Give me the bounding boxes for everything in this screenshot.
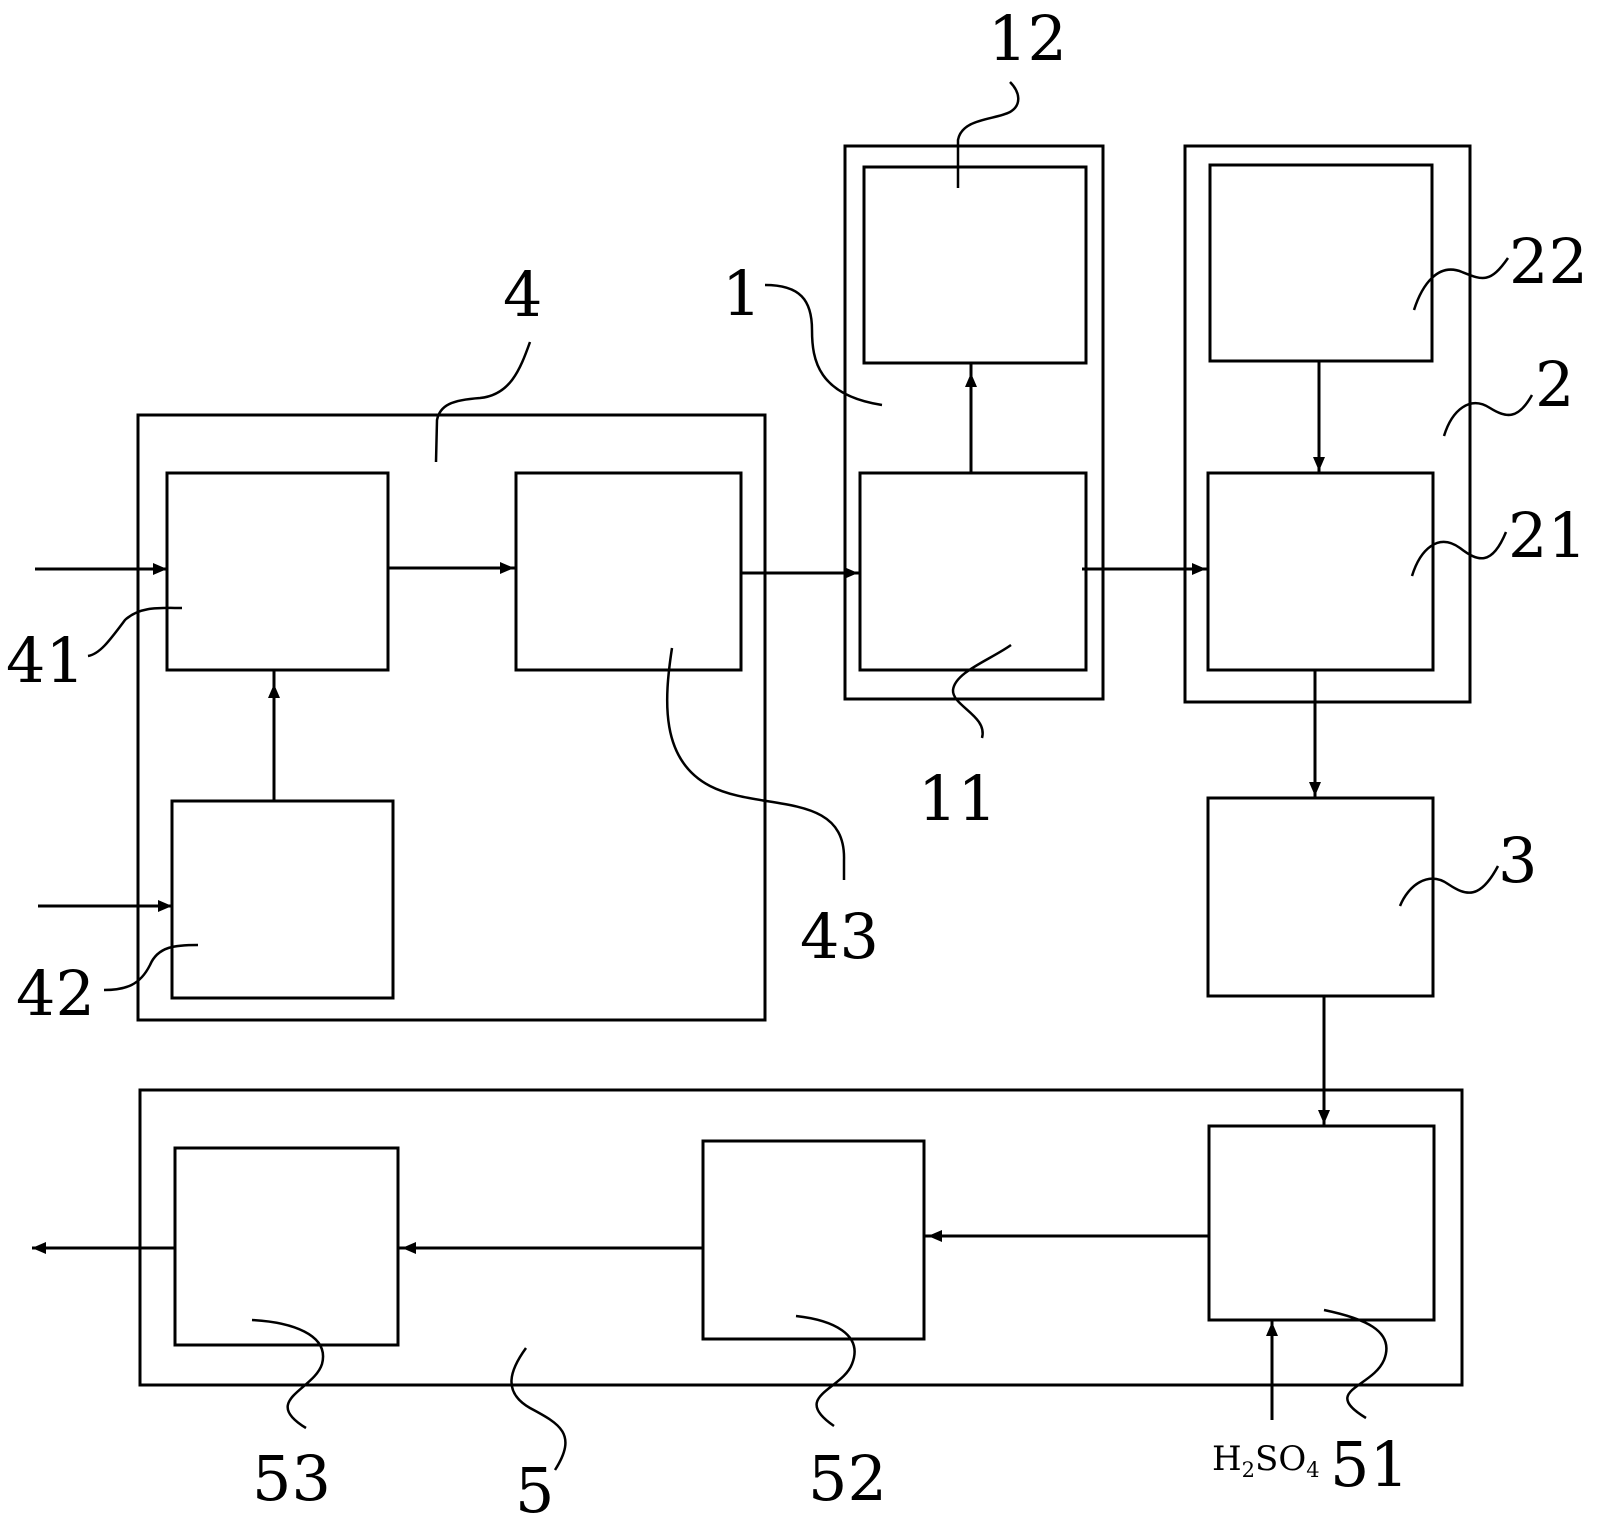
box-41 <box>165 471 390 672</box>
arrow-11-to-21 <box>1192 563 1206 575</box>
label-53: 53 <box>252 1442 331 1515</box>
box-42 <box>170 799 395 1000</box>
leader-1 <box>764 283 883 407</box>
leader-52 <box>795 1314 856 1428</box>
label-12: 12 <box>988 2 1067 75</box>
acid-h: H <box>1212 1439 1242 1479</box>
arrow-3-to-51 <box>1318 1110 1330 1124</box>
arrow-22-to-21 <box>1313 457 1325 471</box>
leader-22 <box>1412 257 1510 311</box>
label-51: 51 <box>1330 1428 1409 1501</box>
label-22: 22 <box>1509 225 1588 298</box>
arrow-21-to-3 <box>1309 782 1321 796</box>
unit-5-group <box>138 1088 1464 1387</box>
acid-so: SO <box>1255 1439 1306 1479</box>
label-42: 42 <box>16 957 95 1030</box>
leader-53 <box>251 1318 325 1430</box>
leader-21 <box>1410 531 1508 577</box>
leader-51 <box>1323 1308 1388 1420</box>
label-11: 11 <box>918 762 997 835</box>
box-43 <box>514 471 743 672</box>
leader-5 <box>510 1347 567 1471</box>
acid-input-arrow <box>1266 1322 1278 1336</box>
acid-h-subscript: 2 <box>1242 1458 1255 1482</box>
arrow-52-to-53 <box>402 1242 416 1254</box>
acid-input-label: H2SO4 <box>1212 1439 1320 1482</box>
box-12 <box>862 165 1088 365</box>
box-11 <box>858 471 1088 672</box>
leader-2 <box>1442 394 1534 437</box>
leader-43 <box>665 647 846 880</box>
label-1: 1 <box>722 257 761 330</box>
box-52 <box>701 1139 926 1341</box>
unit-1-group <box>843 144 1105 701</box>
acid-so-subscript: 4 <box>1306 1458 1319 1482</box>
label-2: 2 <box>1535 348 1574 421</box>
leader-12 <box>956 81 1020 188</box>
leader-42 <box>103 943 199 992</box>
arrow-11-to-12 <box>965 373 977 387</box>
unit-4-group <box>136 413 767 1022</box>
unit-2-group <box>1183 144 1472 704</box>
label-5: 5 <box>515 1454 554 1517</box>
box-51 <box>1207 1124 1436 1322</box>
leader-41 <box>87 606 183 658</box>
label-4: 4 <box>503 258 542 331</box>
leader-11 <box>951 643 1012 739</box>
box-53 <box>173 1146 400 1347</box>
label-21: 21 <box>1508 499 1587 572</box>
arrow-into-41 <box>153 563 167 575</box>
leader-4 <box>434 341 532 463</box>
arrow-41-to-43 <box>500 562 514 574</box>
label-52: 52 <box>808 1442 887 1515</box>
box-21 <box>1206 471 1435 672</box>
label-41: 41 <box>6 624 85 697</box>
label-43: 43 <box>800 900 879 973</box>
arrow-43-to-11 <box>844 567 858 579</box>
label-3: 3 <box>1498 824 1537 897</box>
arrow-42-to-41 <box>268 684 280 698</box>
arrow-51-to-52 <box>928 1230 942 1242</box>
output-arrow-53 <box>32 1242 46 1254</box>
arrow-into-42 <box>158 900 172 912</box>
leader-3 <box>1398 865 1500 907</box>
box-22 <box>1208 163 1434 363</box>
box-3 <box>1206 796 1435 998</box>
